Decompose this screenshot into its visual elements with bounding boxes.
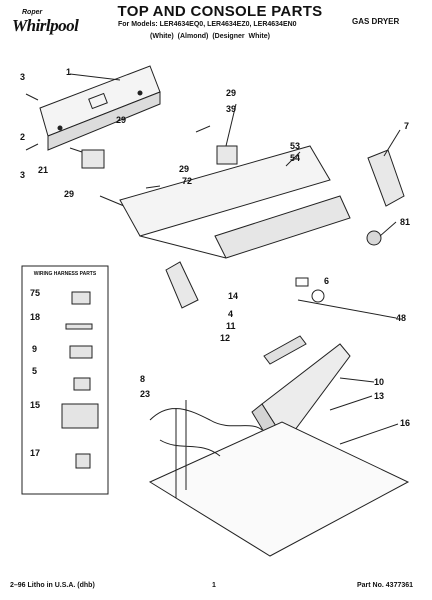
dryer-top-panel xyxy=(148,421,410,557)
footer-litho: 2–96 Litho in U.S.A. (dhb) xyxy=(10,582,95,589)
part-6-knob xyxy=(311,289,325,303)
callout-23: 23 xyxy=(140,389,151,399)
legend-part-15 xyxy=(61,403,99,429)
legend-title: WIRING HARNESS PARTS xyxy=(33,271,97,277)
legend-part-18 xyxy=(65,323,93,330)
callout-81: 81 xyxy=(400,217,411,227)
callout-53: 53 xyxy=(290,141,301,151)
page-number: 1 xyxy=(212,582,216,589)
legend-callout-75: 75 xyxy=(30,288,41,298)
knob-81 xyxy=(366,230,382,246)
console-front-face xyxy=(214,195,351,259)
console-end-cap-left xyxy=(165,261,199,309)
console-end-cap xyxy=(367,149,405,207)
legend-callout-5: 5 xyxy=(32,366,38,376)
rear-panel-face xyxy=(47,91,161,151)
legend-callout-17: 17 xyxy=(30,448,41,458)
brand-sup-label: Roper xyxy=(22,9,43,16)
console-panel xyxy=(119,145,331,237)
callout-6: 6 xyxy=(324,276,330,286)
callout-7: 7 xyxy=(404,121,410,131)
timer-knob-part xyxy=(216,145,238,165)
callout-4: 4 xyxy=(228,309,234,319)
screw-3b xyxy=(25,143,39,151)
callout-12: 12 xyxy=(220,333,231,343)
callout-2: 2 xyxy=(20,132,26,142)
callout-21: 21 xyxy=(38,165,49,175)
legend-callout-15: 15 xyxy=(30,400,41,410)
legend-callout-9: 9 xyxy=(32,344,38,354)
screw-29c xyxy=(145,185,161,189)
callout-29a: 29 xyxy=(116,115,127,125)
callout-72: 72 xyxy=(182,176,193,186)
callout-16: 16 xyxy=(400,418,411,428)
callout-3a: 3 xyxy=(20,72,26,82)
panel-cutout xyxy=(88,92,108,110)
screw-3a xyxy=(25,93,39,101)
part-6 xyxy=(295,277,309,287)
page-title: TOP AND CONSOLE PARTS xyxy=(117,3,323,20)
legend-part-17 xyxy=(75,453,91,469)
screw-29b xyxy=(195,125,211,133)
wiring-harness xyxy=(149,400,263,498)
callout-8: 8 xyxy=(140,374,146,384)
screw-29a xyxy=(69,147,83,153)
callout-54: 54 xyxy=(290,153,301,163)
color-variants: (White) (Almond) (Designer White) xyxy=(150,33,270,40)
part-number: Part No. 4377361 xyxy=(357,582,414,589)
legend-callout-18: 18 xyxy=(30,312,41,322)
callout-11: 11 xyxy=(226,321,236,331)
legend-part-9 xyxy=(69,345,93,359)
callout-14: 14 xyxy=(228,291,239,301)
callout-13: 13 xyxy=(374,391,385,401)
screw-29d xyxy=(99,195,125,207)
model-numbers: For Models: LER4634EQ0, LER4634EZ0, LER4… xyxy=(118,21,297,28)
lint-screen xyxy=(263,335,307,365)
legend-part-75 xyxy=(71,291,91,305)
callout-3b: 3 xyxy=(20,170,26,180)
legend-part-5 xyxy=(73,377,91,391)
wiring-legend-box xyxy=(21,265,109,495)
callout-48: 48 xyxy=(396,313,407,323)
product-type: GAS DRYER xyxy=(352,17,400,26)
brand-logo-text: Whirlpool xyxy=(12,16,79,35)
callout-29b: 29 xyxy=(226,88,237,98)
callout-39: 39 xyxy=(226,104,237,114)
switch-bracket xyxy=(81,149,105,169)
callout-29d: 29 xyxy=(64,189,75,199)
callout-1: 1 xyxy=(66,67,72,77)
callout-10: 10 xyxy=(374,377,385,387)
callout-29c: 29 xyxy=(179,164,190,174)
